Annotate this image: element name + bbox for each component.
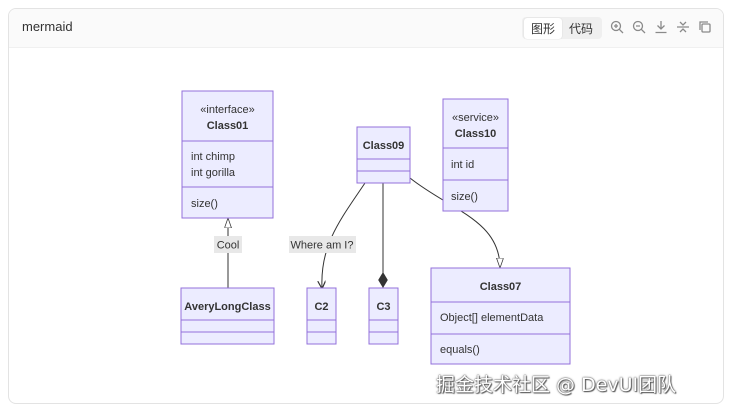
class-name: C3: [376, 301, 390, 313]
edge-label-bg: [214, 236, 242, 253]
class-node-class07[interactable]: Class07 Object[] elementData equals(): [430, 267, 571, 365]
class-name: AveryLongClass: [184, 301, 270, 313]
class-method: size(): [191, 198, 218, 210]
edge-label-bg: [289, 236, 356, 253]
view-toggle: 图形 代码: [522, 17, 603, 39]
class-method: size(): [451, 191, 478, 203]
class-attribute: int chimp: [191, 151, 235, 163]
class-node-averylongclass[interactable]: AveryLongClass: [180, 287, 275, 345]
edge-label-where-am-i: Where am I?: [291, 240, 354, 252]
class-method: equals(): [440, 344, 480, 356]
zoom-in-icon[interactable]: [609, 19, 625, 35]
class-stereotype: «service»: [452, 112, 499, 124]
card-header: mermaid 图形 代码: [9, 9, 723, 48]
edge-label-cool: Cool: [217, 240, 240, 252]
edge-class09-c2: Where am I?: [289, 182, 366, 288]
tab-graph[interactable]: 图形: [524, 17, 563, 39]
card-title: mermaid: [22, 19, 73, 34]
edge-averylongclass-class01: Cool: [214, 218, 242, 288]
watermark: 掘金技术社区 @ DevUI团队: [436, 374, 677, 396]
class-attribute: Object[] elementData: [440, 312, 544, 324]
class-attribute: int gorilla: [191, 167, 236, 179]
class-stereotype: «interface»: [200, 104, 254, 116]
collapse-icon[interactable]: [675, 19, 691, 35]
class-node-c2[interactable]: C2: [306, 287, 337, 345]
class-node-class10[interactable]: «service» Class10 int id size(): [442, 98, 509, 212]
class-name: Class09: [363, 140, 405, 152]
class-node-c3[interactable]: C3: [368, 287, 399, 345]
association-line: [322, 182, 366, 288]
class-name: Class07: [480, 281, 522, 293]
class-name: C2: [314, 301, 328, 313]
class-name: Class01: [207, 120, 249, 132]
tab-code[interactable]: 代码: [569, 21, 594, 36]
class-node-class09[interactable]: Class09: [356, 126, 411, 184]
inheritance-line: [409, 177, 500, 268]
download-icon[interactable]: [653, 19, 669, 35]
toolbar: [609, 19, 713, 35]
diagram-card: mermaid 图形 代码: [8, 8, 724, 404]
edge-class09-class07: [409, 177, 500, 268]
class-name: Class10: [455, 128, 497, 140]
class-node-class01[interactable]: «interface» Class01 int chimp int gorill…: [181, 90, 274, 219]
class-attribute: int id: [451, 159, 474, 171]
zoom-out-icon[interactable]: [631, 19, 647, 35]
copy-icon[interactable]: [697, 19, 713, 35]
